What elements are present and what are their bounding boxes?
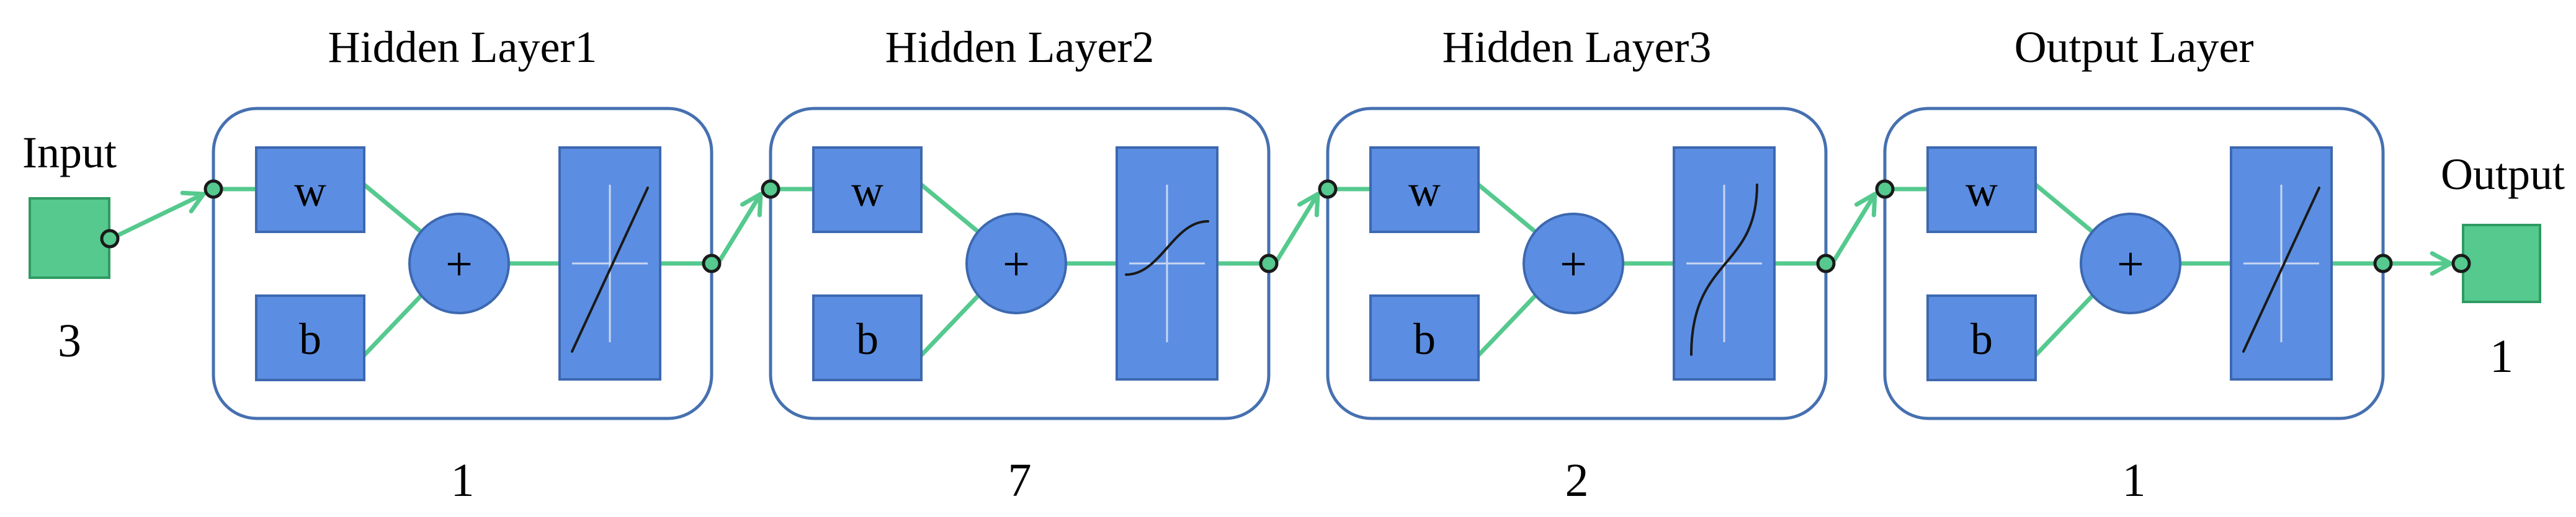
transfer-curve-linear [2242, 187, 2320, 353]
layer-output-port [702, 254, 722, 273]
connector-into-layer-4 [1832, 192, 1877, 262]
connector-into-output-head [2430, 251, 2453, 276]
bias-label: b [856, 314, 879, 364]
summation-sign: + [2117, 237, 2144, 291]
layer-neuron-count: 2 [1565, 454, 1589, 506]
layer-title: Hidden Layer1 [328, 22, 597, 72]
connector-into-layer-2-line [718, 192, 763, 262]
connectors [116, 190, 2453, 276]
connector-weight-to-sum [919, 182, 983, 236]
layer-output-port [1259, 254, 1279, 273]
connector-into-layer-2 [718, 192, 763, 262]
layer-title: Output Layer [2015, 22, 2254, 72]
input-size: 3 [58, 315, 81, 367]
bias-block [812, 294, 923, 381]
summation-circle [408, 213, 510, 314]
transfer-function-block [1116, 146, 1219, 381]
transfer-curve-linear [571, 187, 649, 353]
connector-into-layer-4-head [1854, 192, 1877, 218]
layer-input-port [761, 179, 780, 199]
layer-output-port [2373, 254, 2393, 273]
connector-into-layer-1-line [116, 192, 206, 237]
output-square [2462, 224, 2541, 303]
summation-sign: + [1560, 237, 1587, 291]
weight-label: w [294, 166, 326, 216]
output-label: Output [2441, 149, 2565, 199]
connector-bias-to-sum [1476, 291, 1540, 358]
summation-sign: + [445, 237, 473, 291]
connector-weight-to-sum [362, 182, 426, 236]
transfer-curve-sigmoid [1125, 220, 1209, 276]
layer-title: Hidden Layer3 [1442, 22, 1712, 72]
layer-input-port [1875, 179, 1895, 199]
bias-block [1926, 294, 2037, 381]
input-port [100, 229, 120, 249]
transfer-curve-tansig [1690, 183, 1758, 356]
weight-block [1926, 146, 2037, 233]
bias-label: b [299, 314, 321, 364]
connector-weight-to-sum [2033, 182, 2097, 236]
output-size: 1 [2490, 330, 2513, 382]
weight-block [1369, 146, 1480, 233]
layer-input-port [1318, 179, 1338, 199]
layer-neuron-count: 7 [1008, 454, 1032, 506]
summation-circle [2080, 213, 2181, 314]
connector-bias-to-sum [919, 291, 983, 358]
summation-circle [1523, 213, 1624, 314]
transfer-function-block [558, 146, 661, 381]
summation-sign: + [1003, 237, 1030, 291]
layer-title: Hidden Layer2 [885, 22, 1155, 72]
connector-into-layer-4-line [1832, 192, 1877, 262]
transfer-function-block [1673, 146, 1776, 381]
weight-label: w [851, 166, 883, 216]
connector-into-layer-3-head [1297, 192, 1320, 218]
output-port [2451, 254, 2471, 273]
connector-into-layer-3 [1275, 192, 1320, 262]
weight-block [255, 146, 365, 233]
summation-circle [965, 213, 1067, 314]
weight-label: w [1966, 166, 1998, 216]
layer-neuron-count: 1 [451, 454, 475, 506]
connector-into-layer-2-head [740, 192, 763, 218]
layer-1: Hidden Layer1 1 w b + [203, 22, 722, 506]
bias-label: b [1413, 314, 1436, 364]
layer-input-port [203, 179, 223, 199]
input-label: Input [22, 128, 117, 177]
weight-label: w [1408, 166, 1441, 216]
layer-output-port [1816, 254, 1836, 273]
connector-bias-to-sum [2033, 291, 2097, 358]
input-block: Input 3 [22, 128, 117, 367]
layer-2: Hidden Layer2 7 w b + [761, 22, 1279, 506]
input-square [29, 197, 110, 279]
bias-block [255, 294, 365, 381]
connector-bias-to-sum [362, 291, 426, 358]
weight-block [812, 146, 923, 233]
input-output: Input 3 Output 1 [22, 128, 2565, 382]
bias-label: b [1970, 314, 1993, 364]
connector-weight-to-sum [1476, 182, 1540, 236]
transfer-function-block [2230, 146, 2333, 381]
connector-into-layer-3-line [1275, 192, 1320, 262]
output-block: Output 1 [2441, 149, 2565, 382]
layer-4: Output Layer 1 w b + [1875, 22, 2393, 506]
layer-3: Hidden Layer3 2 w b + [1318, 22, 1836, 506]
layer-neuron-count: 1 [2122, 454, 2146, 506]
connector-into-output [2389, 251, 2453, 276]
connector-into-layer-1 [116, 190, 206, 237]
connector-into-layer-1-head [180, 190, 206, 214]
bias-block [1369, 294, 1480, 381]
